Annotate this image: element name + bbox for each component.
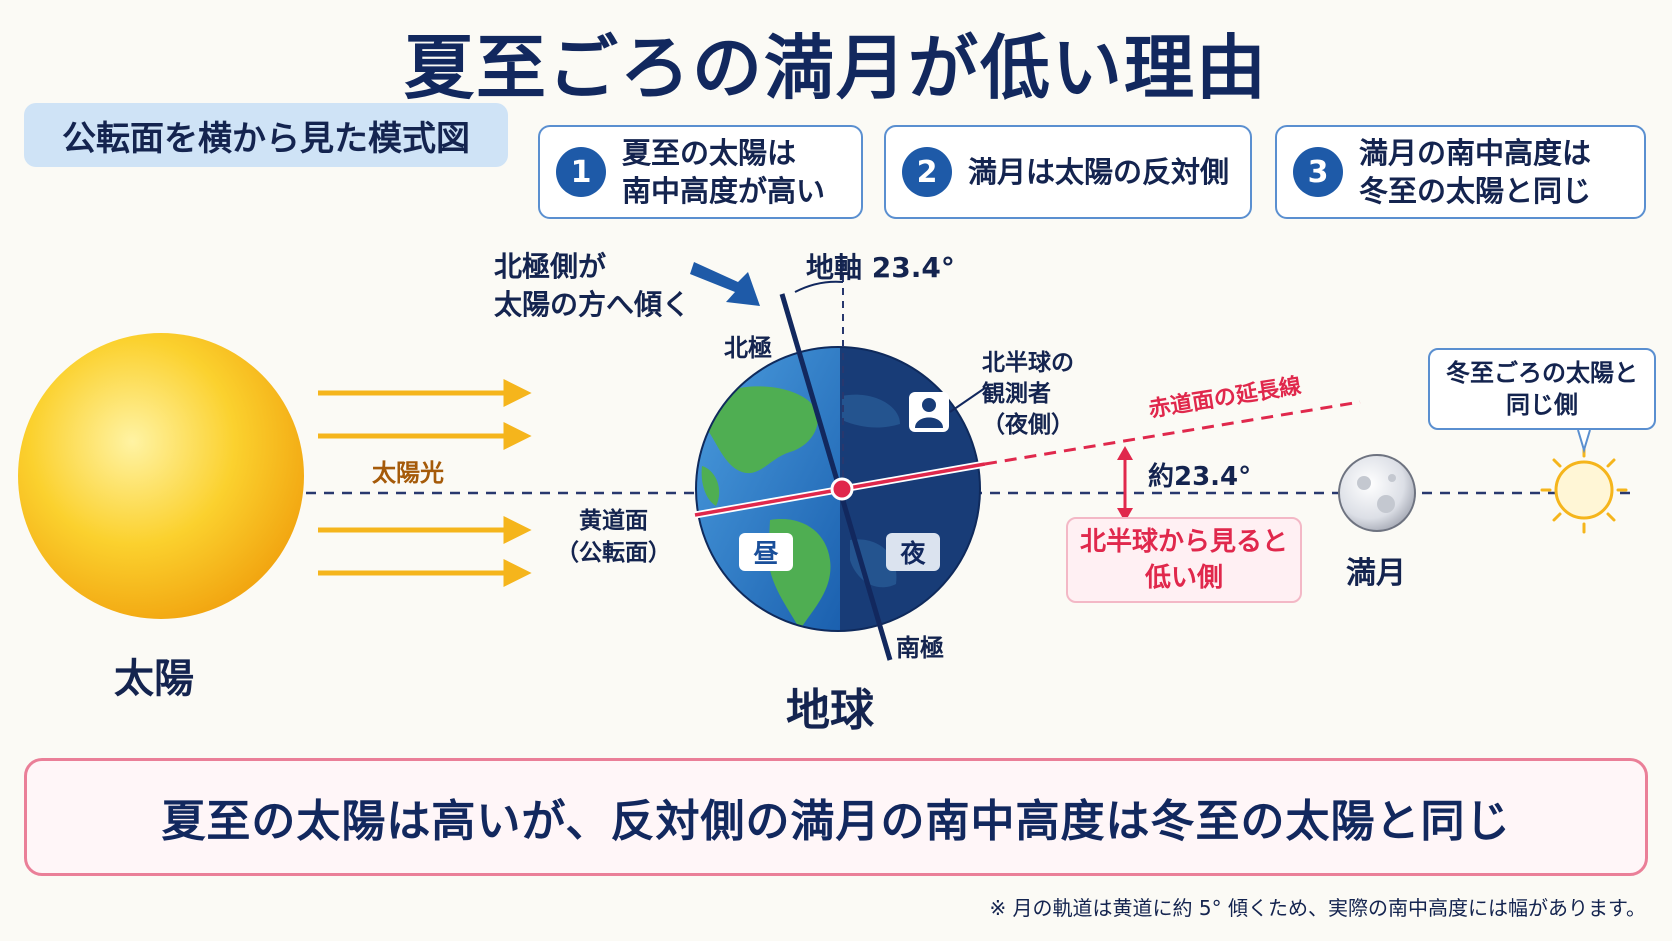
south-pole-label: 南極 [896,634,944,662]
winter-sun-callout: 冬至ごろの太陽と 同じ側 [1428,348,1656,430]
full-moon [1338,454,1416,532]
summary-banner: 夏至の太陽は高いが、反対側の満月の南中高度は冬至の太陽と同じ [24,758,1648,876]
tilt-note-label: 北極側が 太陽の方へ傾く [494,250,691,321]
winter-sun-callout-pointer [1577,429,1591,454]
step-2-box: 2 満月は太陽の反対側 [884,125,1252,219]
earth-axis [779,293,893,661]
low-side-callout: 北半球から見ると 低い側 [1066,517,1302,603]
day-tag: 昼 [739,533,793,571]
step-2-number: 2 [902,147,952,197]
earth-center-dot [830,477,854,501]
step-1-number: 1 [556,147,606,197]
sunlight-label: 太陽光 [372,459,444,487]
approx-angle-label: 約23.4° [1148,462,1252,492]
north-pole-label: 北極 [724,334,772,362]
earth-outline [695,346,981,632]
equator-extension-line [984,400,1361,466]
sunlight-arrows [318,378,532,588]
axis-tilt-arc [794,280,844,293]
footnote: ※ 月の軌道は黄道に約 5° 傾くため、実際の南中高度には幅があります。 [989,896,1646,920]
winter-sun-icon [1540,446,1628,534]
page-title: 夏至ごろの満月が低い理由 [404,27,1268,109]
observer-label: 北半球の 観測者 （夜側） [982,350,1074,438]
sun-label: 太陽 [114,656,194,702]
night-tag: 夜 [886,533,940,571]
sun-circle [18,333,304,619]
ecliptic-label: 黄道面 （公転面） [556,508,671,566]
step-1-text: 夏至の太陽は 南中高度が高い [622,136,826,208]
step-3-number: 3 [1293,147,1343,197]
elevation-arrow [1117,446,1133,522]
axis-label: 地軸 23.4° [806,251,955,284]
step-1-box: 1 夏至の太陽は 南中高度が高い [538,125,863,219]
tilt-arrow [690,262,760,306]
step-3-text: 満月の南中高度は 冬至の太陽と同じ [1359,136,1592,208]
observer-icon [909,387,986,432]
subtitle-chip: 公転面を横から見た模式図 [24,103,508,167]
step-3-box: 3 満月の南中高度は 冬至の太陽と同じ [1275,125,1646,219]
full-moon-label: 満月 [1346,556,1406,591]
earth-label: 地球 [786,685,874,736]
step-2-text: 満月は太陽の反対側 [968,155,1230,189]
